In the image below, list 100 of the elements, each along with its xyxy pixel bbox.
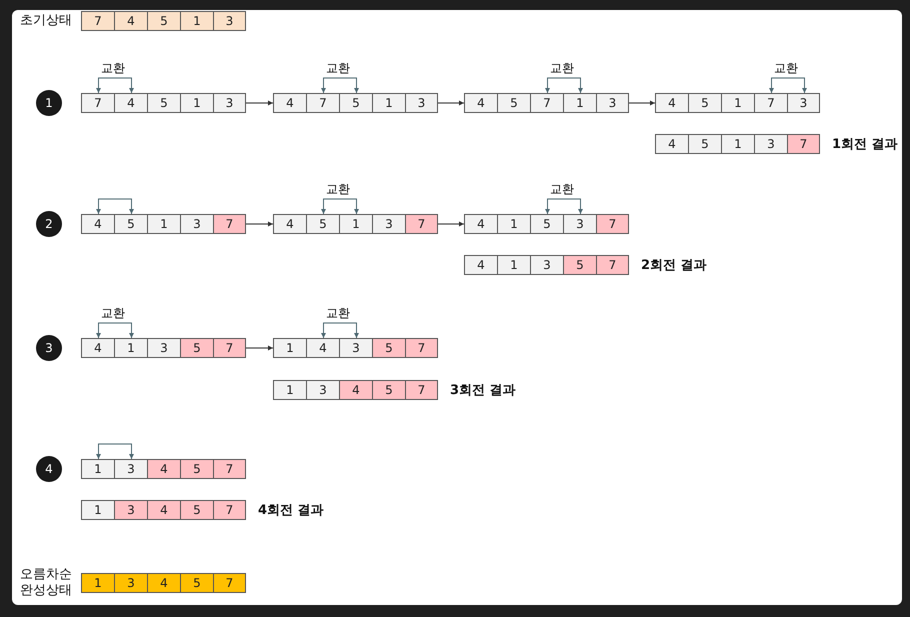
value-cell: 3 — [373, 215, 406, 233]
array-box — [81, 214, 246, 234]
array-box — [464, 255, 629, 275]
value-cell: 7 — [597, 215, 628, 233]
value-cell: 4 — [148, 501, 181, 519]
arrow — [246, 100, 274, 106]
value-cell: 7 — [755, 94, 788, 112]
value-cell: 7 — [788, 135, 819, 153]
value-cell: 7 — [214, 501, 245, 519]
value-cell: 3 — [307, 381, 340, 399]
value-cell: 5 — [373, 381, 406, 399]
array-box — [273, 214, 438, 234]
value-cell: 1 — [181, 12, 214, 30]
array-label: 초기상태 — [20, 13, 73, 29]
value-cell: 4 — [115, 94, 148, 112]
value-cell: 5 — [115, 215, 148, 233]
value-cell: 4 — [656, 94, 689, 112]
array-label: 오름차순 완성상태 — [20, 567, 73, 599]
value-cell: 4 — [82, 339, 115, 357]
array-box — [273, 380, 438, 400]
swap-arrow — [321, 198, 359, 214]
value-cell: 5 — [498, 94, 531, 112]
arrow — [438, 100, 464, 106]
value-cell: 5 — [148, 12, 181, 30]
value-cell: 1 — [148, 215, 181, 233]
value-cell: 5 — [181, 574, 214, 592]
value-cell: 5 — [689, 135, 722, 153]
value-cell: 3 — [214, 94, 245, 112]
value-cell: 3 — [755, 135, 788, 153]
value-cell: 3 — [148, 339, 181, 357]
swap-arrow — [321, 322, 359, 338]
value-cell: 3 — [531, 256, 564, 274]
array-box — [81, 93, 246, 113]
value-cell: 4 — [274, 215, 307, 233]
array-box — [81, 11, 246, 31]
array-box — [655, 134, 820, 154]
value-cell: 1 — [115, 339, 148, 357]
arrow — [246, 222, 274, 226]
value-cell: 1 — [373, 94, 406, 112]
swap-arrow — [96, 322, 134, 338]
array-box — [81, 500, 246, 520]
array-box — [81, 459, 246, 479]
value-cell: 4 — [115, 12, 148, 30]
array-label: 3회전 결과 — [450, 382, 516, 399]
value-cell: 1 — [181, 94, 214, 112]
value-cell: 7 — [82, 12, 115, 30]
value-cell: 3 — [340, 339, 373, 357]
value-cell: 7 — [597, 256, 628, 274]
array-box — [81, 573, 246, 593]
value-cell: 3 — [115, 460, 148, 478]
value-cell: 4 — [465, 256, 498, 274]
value-cell: 1 — [564, 94, 597, 112]
value-cell: 1 — [498, 256, 531, 274]
value-cell: 3 — [564, 215, 597, 233]
value-cell: 5 — [689, 94, 722, 112]
array-label: 4회전 결과 — [258, 502, 324, 519]
swap-arrow — [96, 198, 134, 214]
value-cell: 7 — [214, 215, 245, 233]
value-cell: 5 — [181, 460, 214, 478]
value-cell: 1 — [274, 381, 307, 399]
value-cell: 4 — [465, 215, 498, 233]
swap-arrow — [321, 78, 359, 94]
value-cell: 1 — [82, 574, 115, 592]
value-cell: 7 — [214, 574, 245, 592]
value-cell: 3 — [214, 12, 245, 30]
array-box — [273, 338, 438, 358]
value-cell: 7 — [406, 339, 437, 357]
value-cell: 7 — [531, 94, 564, 112]
value-cell: 1 — [498, 215, 531, 233]
value-cell: 4 — [148, 460, 181, 478]
value-cell: 5 — [307, 215, 340, 233]
swap-arrow — [96, 78, 134, 94]
value-cell: 1 — [82, 501, 115, 519]
value-cell: 5 — [181, 339, 214, 357]
array-box — [464, 93, 629, 113]
value-cell: 4 — [656, 135, 689, 153]
value-cell: 1 — [274, 339, 307, 357]
array-box — [655, 93, 820, 113]
value-cell: 7 — [406, 381, 437, 399]
value-cell: 3 — [115, 574, 148, 592]
value-cell: 4 — [465, 94, 498, 112]
value-cell: 3 — [788, 94, 819, 112]
swap-arrow — [545, 78, 583, 94]
value-cell: 7 — [307, 94, 340, 112]
value-cell: 5 — [564, 256, 597, 274]
value-cell: 7 — [406, 215, 437, 233]
value-cell: 5 — [531, 215, 564, 233]
value-cell: 1 — [340, 215, 373, 233]
value-cell: 4 — [82, 215, 115, 233]
array-label: 2회전 결과 — [641, 257, 707, 274]
value-cell: 3 — [181, 215, 214, 233]
value-cell: 3 — [597, 94, 628, 112]
value-cell: 1 — [722, 94, 755, 112]
value-cell: 5 — [373, 339, 406, 357]
array-box — [273, 93, 438, 113]
value-cell: 5 — [148, 94, 181, 112]
value-cell: 3 — [406, 94, 437, 112]
value-cell: 4 — [274, 94, 307, 112]
value-cell: 5 — [340, 94, 373, 112]
value-cell: 7 — [214, 339, 245, 357]
